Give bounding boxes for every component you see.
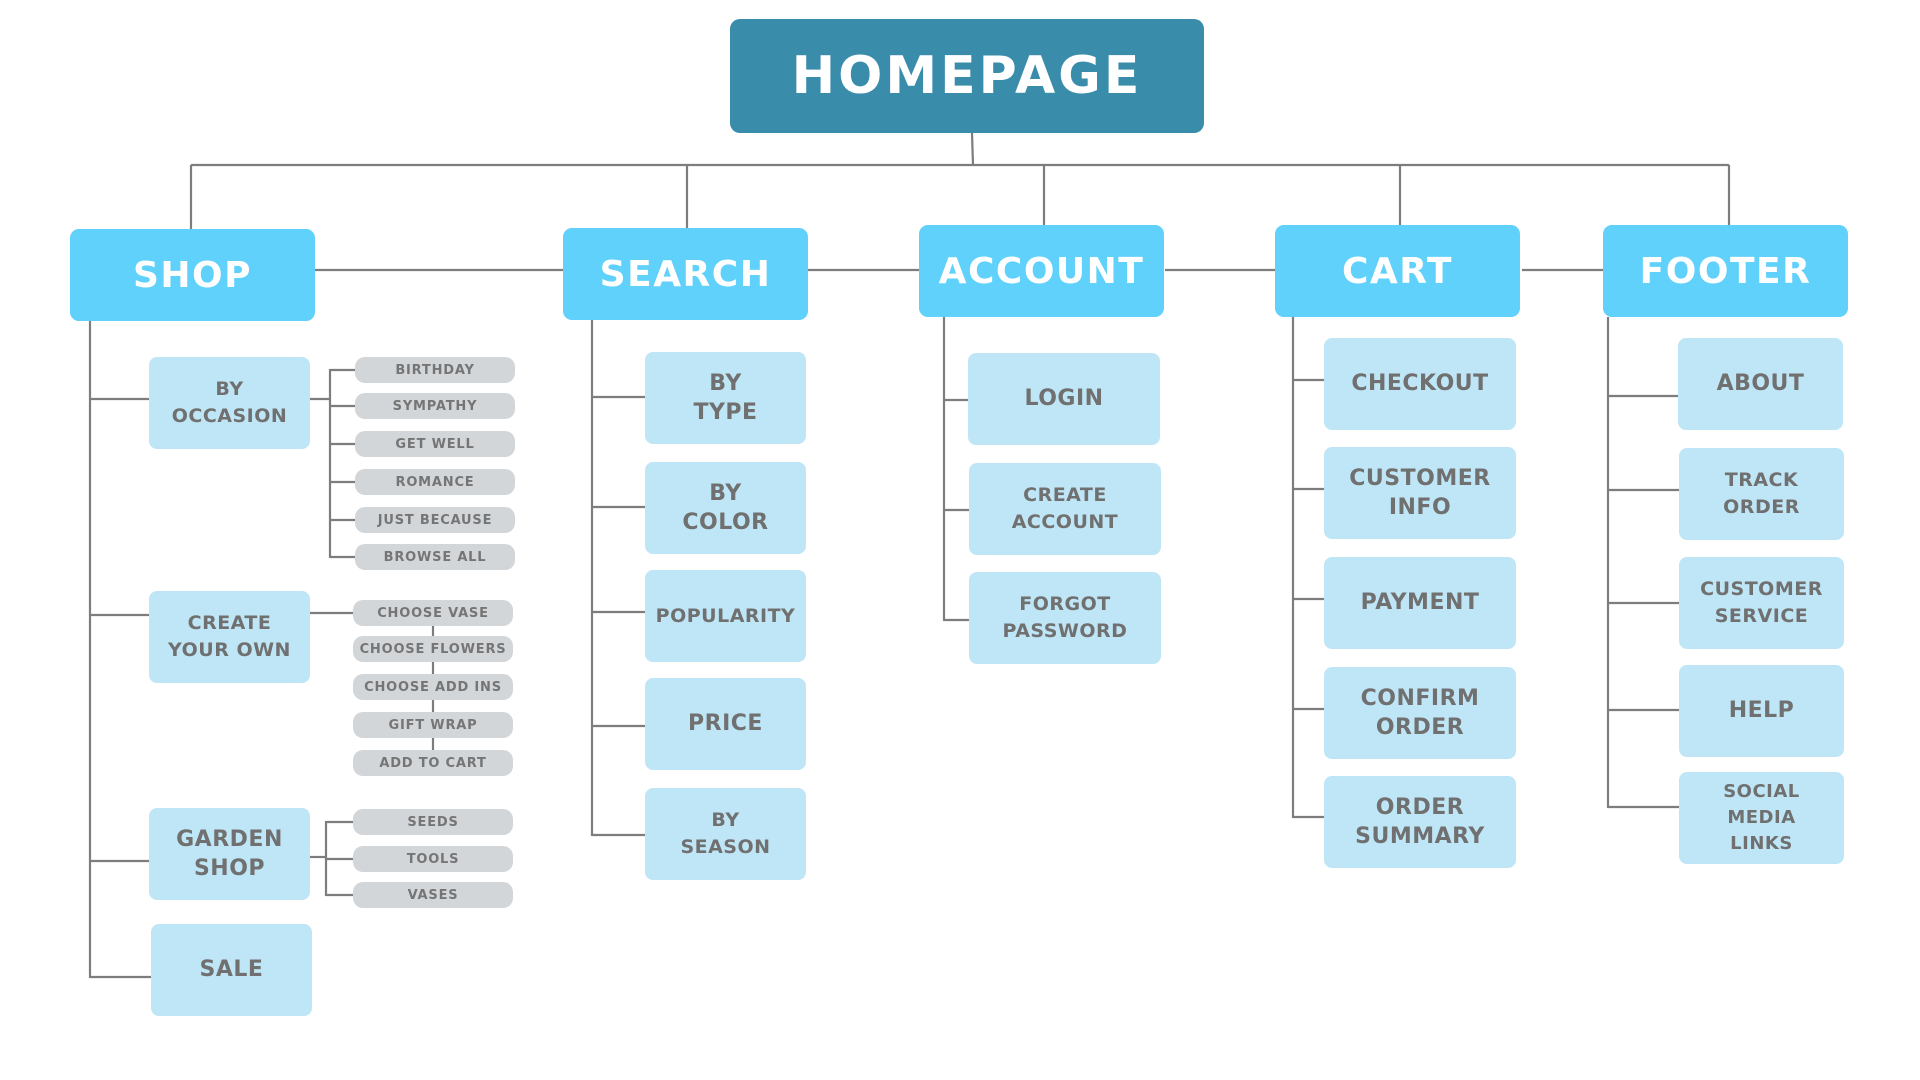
account-item: LOGIN: [968, 353, 1160, 445]
create-your-own-item: ADD TO CART: [353, 750, 513, 776]
search-item: BY TYPE: [645, 352, 806, 444]
create-your-own-item: GIFT WRAP: [353, 712, 513, 738]
search-item: PRICE: [645, 678, 806, 770]
shop-create-your-own-node: CREATE YOUR OWN: [149, 591, 310, 683]
cart-item: ORDER SUMMARY: [1324, 776, 1516, 868]
search-item: BY COLOR: [645, 462, 806, 554]
cart-node: CART: [1275, 225, 1520, 317]
create-your-own-item: CHOOSE ADD INS: [353, 674, 513, 700]
garden-shop-item: SEEDS: [353, 809, 513, 835]
create-your-own-item: CHOOSE FLOWERS: [353, 636, 513, 662]
occasion-item: BIRTHDAY: [355, 357, 515, 383]
occasion-item: ROMANCE: [355, 469, 515, 495]
shop-garden-shop-node: GARDEN SHOP: [149, 808, 310, 900]
cart-item: CUSTOMER INFO: [1324, 447, 1516, 539]
cart-item: PAYMENT: [1324, 557, 1516, 649]
account-node: ACCOUNT: [919, 225, 1164, 317]
cart-item: CONFIRM ORDER: [1324, 667, 1516, 759]
shop-node: SHOP: [70, 229, 315, 321]
account-item: FORGOT PASSWORD: [969, 572, 1161, 664]
footer-item: TRACK ORDER: [1679, 448, 1844, 540]
occasion-item: JUST BECAUSE: [355, 507, 515, 533]
account-item: CREATE ACCOUNT: [969, 463, 1161, 555]
footer-item: CUSTOMER SERVICE: [1679, 557, 1844, 649]
footer-node: FOOTER: [1603, 225, 1848, 317]
occasion-item: BROWSE ALL: [355, 544, 515, 570]
shop-sale-node: SALE: [151, 924, 312, 1016]
footer-item: ABOUT: [1678, 338, 1843, 430]
occasion-item: GET WELL: [355, 431, 515, 457]
footer-item: HELP: [1679, 665, 1844, 757]
connector: [970, 132, 975, 166]
footer-item: SOCIAL MEDIA LINKS: [1679, 772, 1844, 864]
search-node: SEARCH: [563, 228, 808, 320]
search-item: POPULARITY: [645, 570, 806, 662]
homepage-node: HOMEPAGE: [730, 19, 1204, 133]
shop-by-occasion-node: BY OCCASION: [149, 357, 310, 449]
garden-shop-item: TOOLS: [353, 846, 513, 872]
cart-item: CHECKOUT: [1324, 338, 1516, 430]
create-your-own-item: CHOOSE VASE: [353, 600, 513, 626]
garden-shop-item: VASES: [353, 882, 513, 908]
occasion-item: SYMPATHY: [355, 393, 515, 419]
search-item: BY SEASON: [645, 788, 806, 880]
